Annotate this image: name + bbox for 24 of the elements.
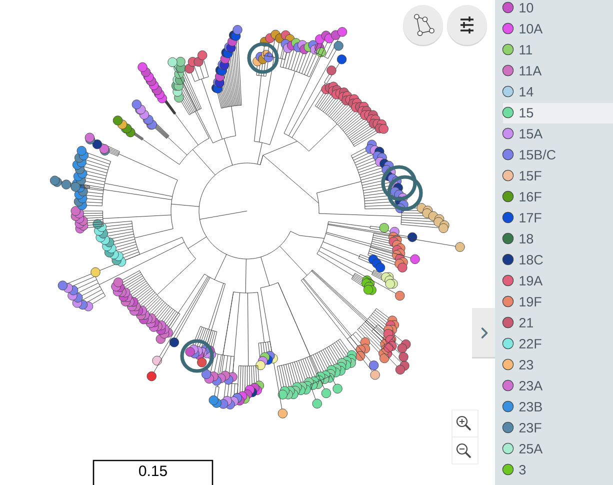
legend-label: 3 (519, 465, 526, 475)
legend-label: 18C (520, 255, 543, 265)
legend-label: 19A (520, 276, 543, 286)
legend-label: 10 (520, 3, 534, 13)
legend-label: 19F (520, 297, 542, 307)
legend-label: 11 (520, 45, 532, 54)
legend-label: 21 (519, 318, 533, 328)
legend-label: 18 (520, 234, 534, 244)
legend-label: 15A (520, 129, 543, 139)
legend-label: 15F (520, 171, 542, 181)
legend-label: 14 (520, 87, 534, 96)
legend-label: 23 (519, 360, 534, 370)
legend-label: 23B (519, 402, 542, 412)
legend-label: 25A (519, 444, 543, 454)
legend-label: 15 (520, 108, 534, 118)
legend-label: 17F (520, 213, 542, 222)
scale-label: 0.15 (139, 466, 167, 476)
legend-label: 15B/C (520, 150, 556, 160)
legend-label: 10A (520, 24, 543, 34)
legend-label: 22F (519, 339, 542, 348)
legend-label: 23F (519, 423, 542, 433)
legend-label: 23A (519, 381, 543, 391)
legend-label: 16F (520, 192, 542, 202)
legend-label: 11A (520, 66, 542, 76)
